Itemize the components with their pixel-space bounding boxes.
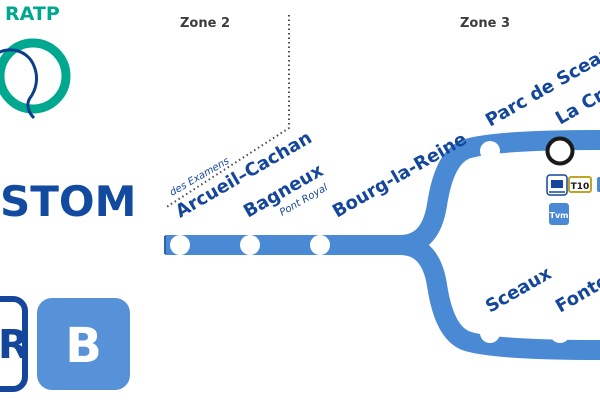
ratp-ring-icon — [0, 38, 71, 114]
station-dot-bagneux[interactable] — [240, 235, 260, 255]
rer-mode-badge — [0, 296, 28, 392]
station-dot-sceaux[interactable] — [480, 323, 500, 343]
bus-tvm-label: Tvm — [549, 211, 568, 220]
tram-t10-label: T10 — [571, 182, 590, 192]
station-labels: Arcueil–Cachan des Examens Bagneux Pont … — [168, 36, 600, 318]
tram-body-icon — [551, 180, 563, 188]
bus-tvm-badge — [549, 203, 569, 225]
rer-badges: R B — [0, 296, 130, 392]
alstom-wordmark: STOM — [0, 177, 136, 226]
line-b-letter: B — [65, 318, 102, 374]
alstom-logo: STOM — [0, 177, 136, 226]
line-track — [164, 130, 600, 360]
track-sceaux-branch — [399, 235, 600, 360]
zone-3-label: Zone 3 — [460, 16, 510, 31]
line-b-badge — [37, 298, 130, 390]
station-label-sceaux: Sceaux — [482, 263, 556, 318]
connection-icons: T10 Tvm — [546, 174, 600, 225]
track-main-branch — [165, 130, 600, 255]
rer-mode-letter: R — [0, 322, 29, 368]
ratp-logo: RATP — [0, 3, 71, 120]
station-dots — [170, 136, 575, 343]
ratp-profile-icon — [0, 48, 39, 120]
zone-boundary — [164, 15, 290, 209]
ratp-wordmark: RATP — [5, 3, 60, 25]
zone-2-label: Zone 2 — [180, 16, 230, 31]
station-dot-bourg-la-reine[interactable] — [310, 235, 330, 255]
tram-t10-badge — [568, 176, 592, 193]
partial-connection-badge — [597, 177, 600, 192]
station-dot-parc-de-sceaux[interactable] — [480, 141, 500, 161]
station-dot-la-croix-interchange[interactable] — [545, 136, 575, 166]
station-dot-arcueil-cachan[interactable] — [170, 235, 190, 255]
station-dot-fontenay[interactable] — [550, 323, 570, 343]
station-label-fontenay: Fonte — [552, 270, 600, 317]
